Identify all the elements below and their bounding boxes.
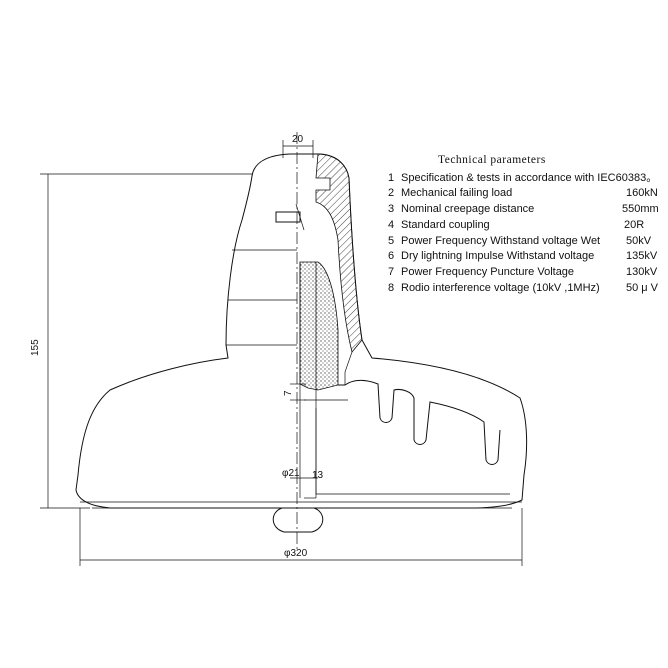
dim-small-gap: 7 [283,383,306,401]
param-label: Nominal creepage distance [401,203,534,215]
param-num: 6 [388,250,394,262]
param-value: 550mm [622,203,659,215]
param-num: 8 [388,282,394,294]
param-num: 3 [388,203,394,215]
dim-pin-label: φ21 [282,468,300,479]
param-num: 5 [388,235,394,247]
param-num: 4 [388,219,394,231]
dim-pin: φ21 13 [282,468,324,481]
param-num: 2 [388,187,394,199]
param-value: 50 μ V [626,282,659,294]
pin-ball [272,507,324,533]
param-label: Standard coupling [401,219,490,231]
param-label: Power Frequency Puncture Voltage [401,266,574,278]
param-value: 50kV [626,235,652,247]
param-num: 1 [388,172,394,184]
param-num: 7 [388,266,394,278]
param-label: Mechanical failing load [401,187,512,199]
param-label: Rodio interference voltage (10kV ,1MHz) [401,282,600,294]
param-value: 20R [624,219,644,231]
dim-top-width: 20 [282,134,314,158]
param-label: Specification & tests in accordance with… [401,172,657,184]
param-label: Power Frequency Withstand voltage Wet [401,235,600,247]
dim-diameter: φ320 [79,508,523,566]
param-value: 160kN [626,187,658,199]
technical-title: Technical parameters [438,154,546,166]
dim-small-gap-label: 7 [283,390,294,396]
param-value: 135kV [626,250,658,262]
param-value: 130kV [626,266,658,278]
socket-bolt [275,211,301,223]
dim-diameter-label: φ320 [284,548,308,559]
dim-height: 155 [30,173,252,509]
dim-pin-tolerance: 13 [312,470,324,481]
dim-height-label: 155 [30,339,41,356]
dim-top-width-label: 20 [292,134,304,145]
technical-parameters: Technical parameters 1 Specification & t… [388,154,659,294]
param-label: Dry lightning Impulse Withstand voltage [401,250,594,262]
cross-section [272,153,510,533]
